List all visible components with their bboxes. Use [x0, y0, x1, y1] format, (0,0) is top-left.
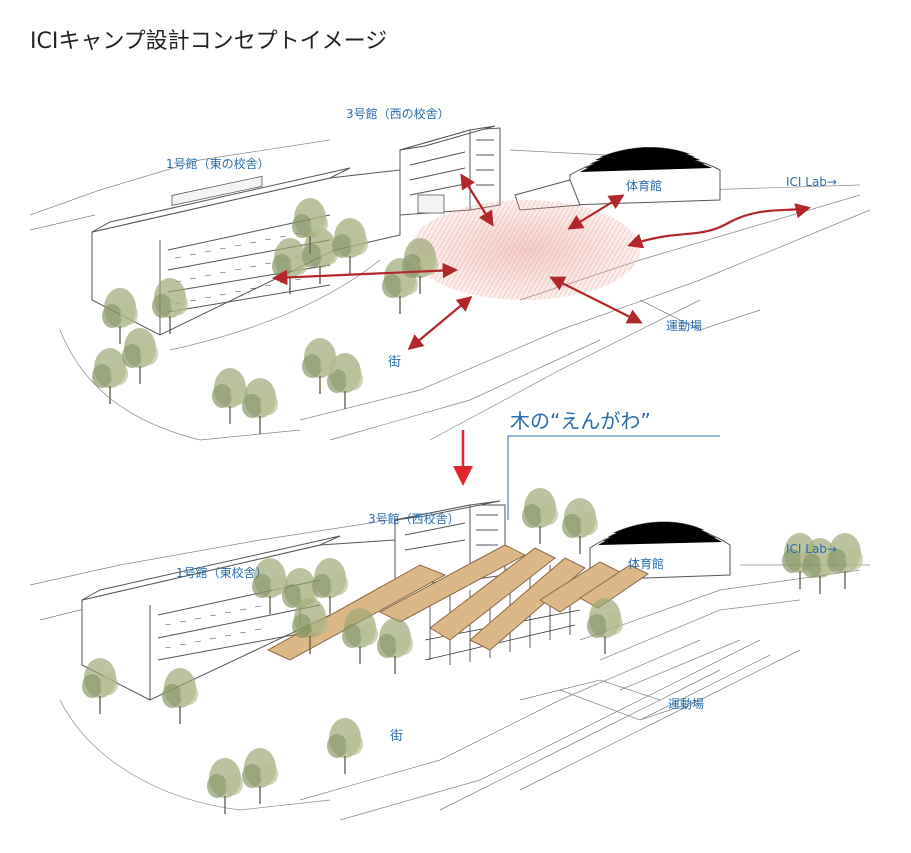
after-label-town: 街 — [390, 729, 403, 744]
before-label-lab: ICI Lab→ — [786, 175, 837, 189]
before-connection-arrows — [271, 173, 812, 350]
page-title: ICIキャンプ設計コンセプトイメージ — [30, 29, 387, 54]
callout-label: 木の“えんがわ” — [510, 409, 651, 433]
after-gym — [589, 521, 731, 581]
after-label-lab: ICI Lab→ — [786, 542, 837, 556]
after-scene: 3号館（西校舎） 1号館（東校舎） 体育館 ICI Lab→ 運動場 街 — [29, 487, 870, 821]
before-label-building-1: 1号館（東の校舎） — [166, 156, 270, 171]
arrow-to-lab — [627, 203, 812, 249]
before-label-building-3: 3号館（西の校舎） — [346, 106, 450, 121]
transition-arrow — [453, 430, 473, 486]
before-building-3 — [399, 125, 501, 216]
before-label-gym: 体育館 — [626, 178, 662, 193]
before-terrain — [29, 139, 871, 441]
after-label-building-1: 1号館（東校舎） — [176, 565, 268, 580]
before-label-field: 運動場 — [666, 319, 702, 333]
before-label-town: 街 — [388, 355, 401, 370]
before-gym — [514, 147, 721, 211]
after-label-gym: 体育館 — [628, 556, 664, 571]
after-label-building-3: 3号館（西校舎） — [368, 511, 460, 526]
arrow-to-building-1 — [271, 262, 459, 286]
after-label-field: 運動場 — [668, 697, 704, 711]
callout: 木の“えんがわ” — [507, 409, 720, 520]
arrow-to-building-3 — [460, 173, 494, 227]
before-scene: 3号館（西の校舎） 1号館（東の校舎） 体育館 ICI Lab→ 運動場 街 — [29, 106, 871, 441]
arrow-to-field — [549, 276, 643, 324]
arrow-to-town — [407, 296, 473, 350]
arrow-to-gym — [567, 194, 625, 230]
